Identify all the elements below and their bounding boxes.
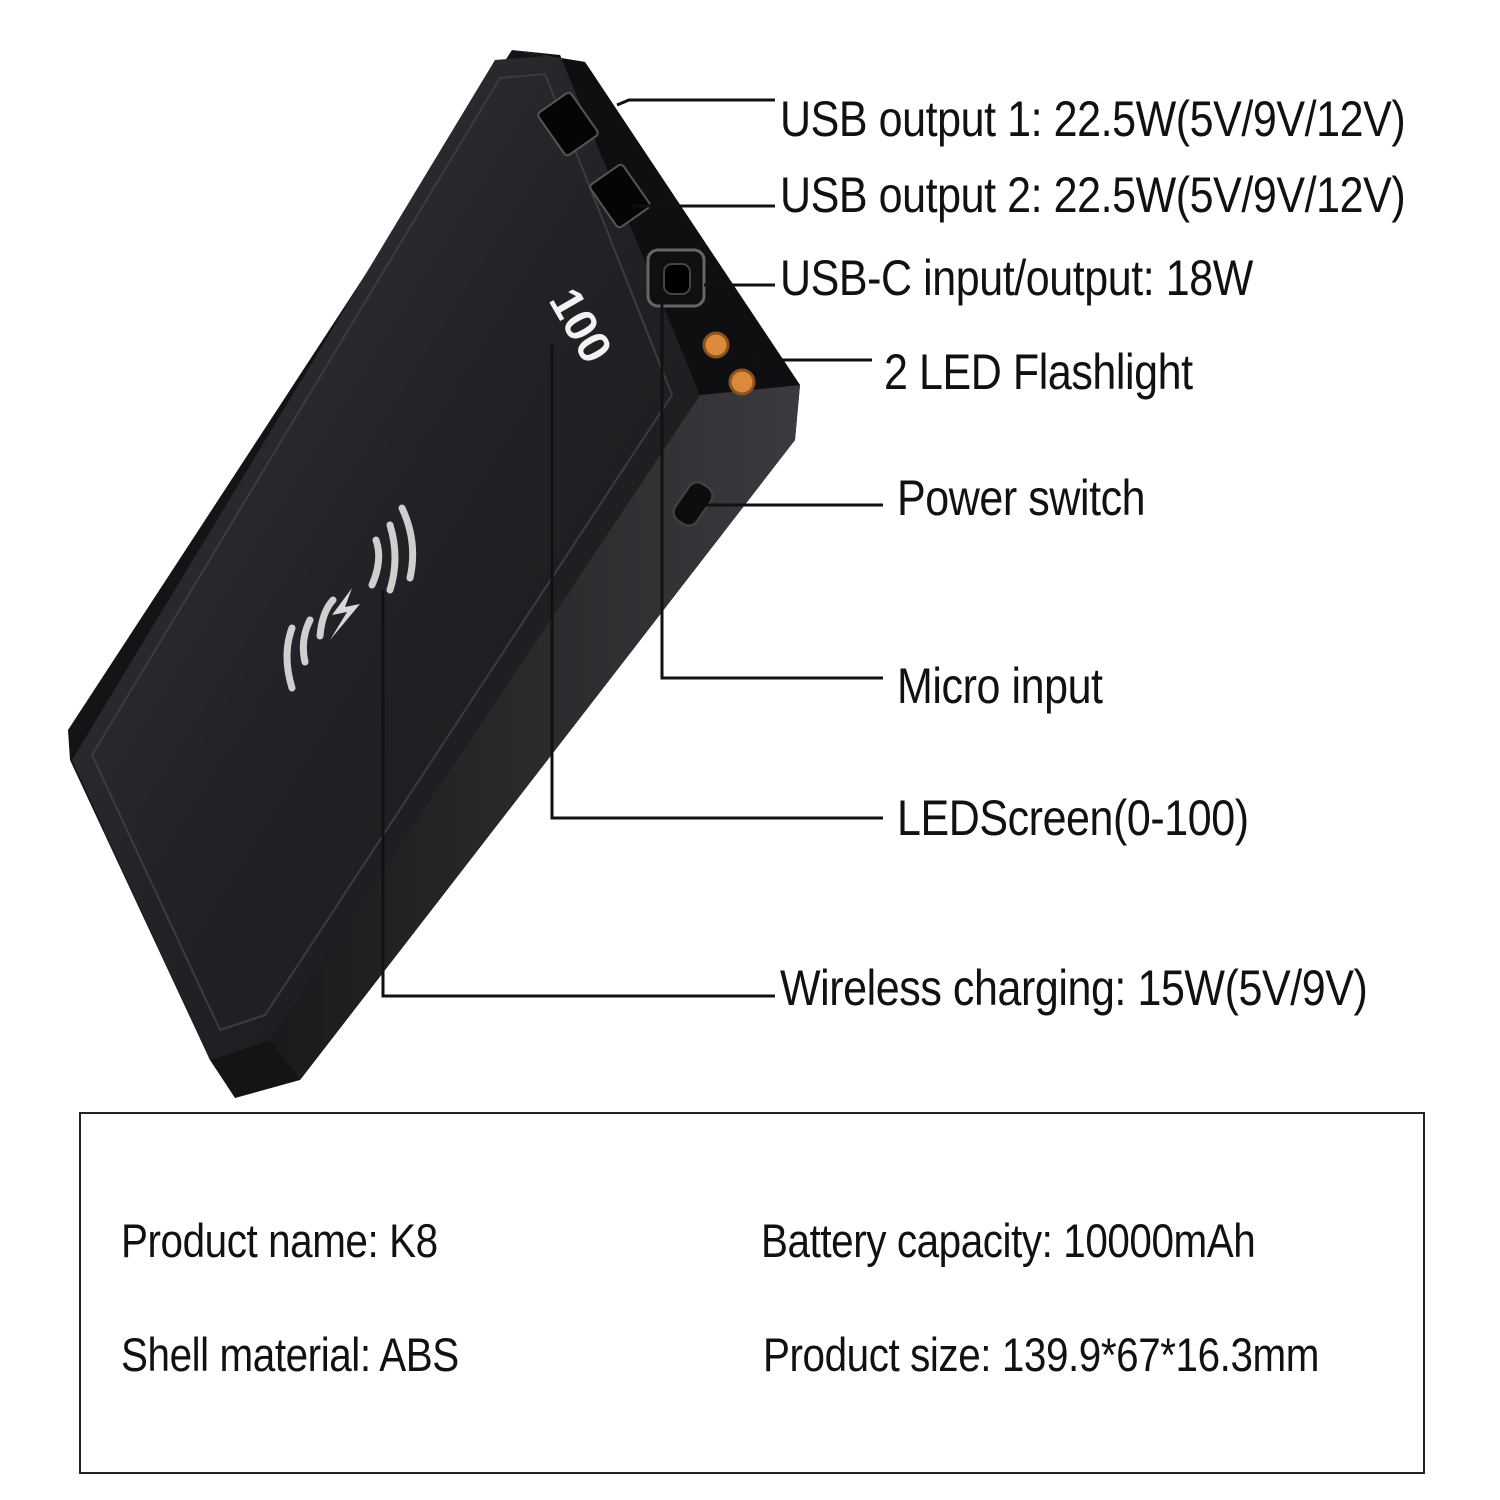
power-bank-face — [72, 55, 700, 1060]
callout-usb-output-1: USB output 1: 22.5W(5V/9V/12V) — [780, 91, 1406, 147]
power-bank-body — [68, 50, 800, 1098]
leader-micro-input — [660, 300, 883, 680]
callout-power-switch: Power switch — [897, 470, 1146, 526]
leader-lines — [381, 98, 883, 998]
specs-box: Product name: K8 Battery capacity: 10000… — [79, 1112, 1425, 1474]
ports — [537, 91, 756, 527]
callout-usb-c: USB-C input/output: 18W — [780, 250, 1253, 306]
usb-port-1 — [537, 91, 599, 157]
spec-product-name: Product name: K8 — [121, 1214, 438, 1267]
callout-wireless: Wireless charging: 15W(5V/9V) — [780, 960, 1368, 1016]
led-flashlight-1 — [702, 331, 730, 359]
leader-wireless — [381, 590, 775, 998]
spec-shell-material: Shell material: ABS — [121, 1328, 459, 1381]
wireless-charging-icon — [283, 504, 417, 692]
led-flashlight-2 — [728, 368, 756, 396]
lightning-bolt-icon — [330, 588, 360, 640]
callout-flashlight: 2 LED Flashlight — [884, 344, 1193, 400]
power-switch-button — [672, 481, 714, 527]
callout-usb-output-2: USB output 2: 22.5W(5V/9V/12V) — [780, 167, 1406, 223]
usb-port-2 — [589, 163, 651, 229]
callout-led-screen: LEDScreen(0-100) — [897, 790, 1249, 846]
spec-battery-capacity: Battery capacity: 10000mAh — [761, 1214, 1256, 1267]
spec-product-size: Product size: 139.9*67*16.3mm — [763, 1328, 1319, 1381]
leader-usb-output-1 — [616, 98, 775, 107]
leader-led-screen — [550, 345, 883, 820]
power-bank-diagram: 100 — [68, 50, 883, 1098]
callout-micro-input: Micro input — [897, 658, 1103, 714]
